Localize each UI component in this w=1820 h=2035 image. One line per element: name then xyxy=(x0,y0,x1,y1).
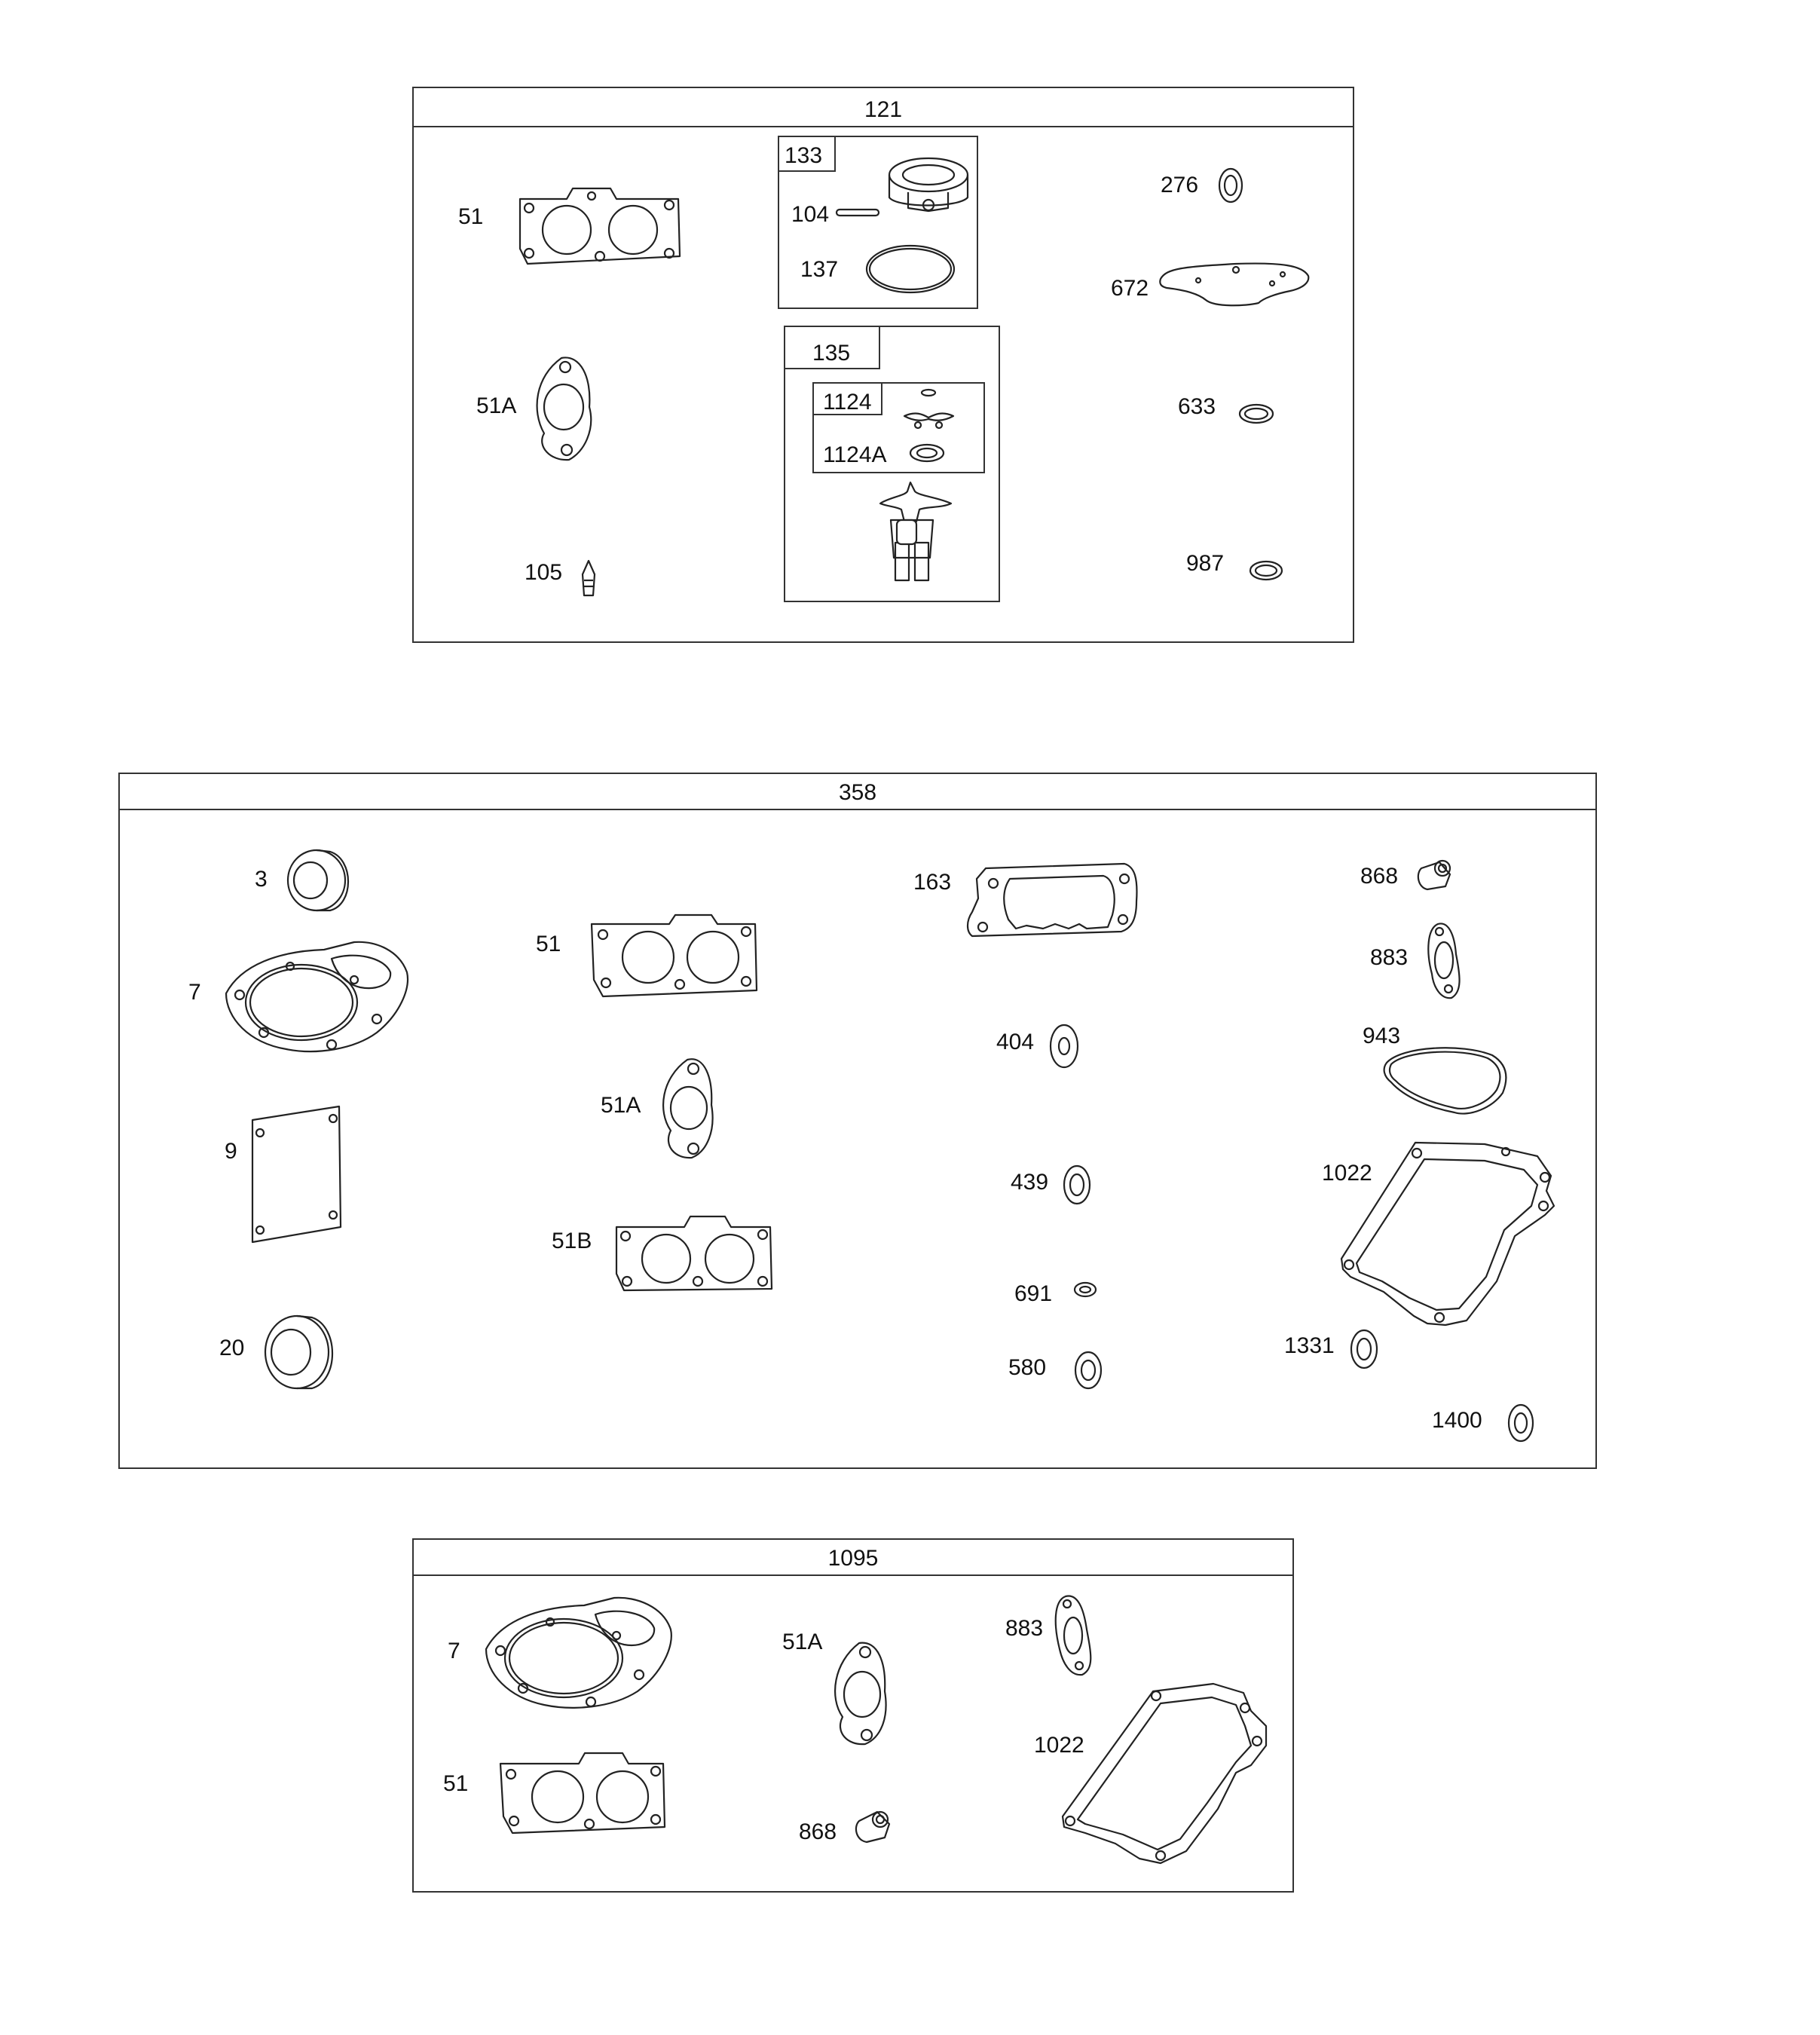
oil-seal-part xyxy=(286,849,350,912)
part-label: 104 xyxy=(791,202,829,227)
breather-plug-part xyxy=(1417,859,1451,891)
rocker-cover-gasket-part xyxy=(1340,1141,1555,1327)
part-label: 883 xyxy=(1370,945,1408,970)
washer-part xyxy=(1073,1281,1097,1298)
part-label: 1124A xyxy=(823,442,887,467)
part-label: 51A xyxy=(601,1093,641,1118)
part-label: 1022 xyxy=(1322,1161,1372,1186)
o-ring-part xyxy=(1249,560,1283,581)
pin-part xyxy=(835,208,880,217)
o-ring-part xyxy=(1238,403,1274,424)
part-label: 51A xyxy=(782,1630,822,1654)
washer-part xyxy=(1350,1329,1378,1369)
tube-gasket-part xyxy=(1054,1595,1092,1676)
part-label: 439 xyxy=(1011,1170,1048,1195)
part-label: 404 xyxy=(996,1030,1034,1054)
needle-part xyxy=(581,559,596,597)
part-label: 276 xyxy=(1161,173,1198,197)
o-ring-part xyxy=(865,244,956,294)
part-label: 1400 xyxy=(1432,1408,1482,1433)
part-label: 51 xyxy=(443,1771,468,1796)
head-gasket-part xyxy=(225,941,409,1053)
part-label: 580 xyxy=(1008,1355,1046,1380)
subkit-title: 133 xyxy=(785,143,822,168)
rocker-cover-gasket-part xyxy=(1061,1682,1268,1865)
washer-part xyxy=(909,443,945,463)
part-label: 883 xyxy=(1005,1616,1043,1641)
washer-part xyxy=(1049,1024,1079,1069)
elbow-gasket-part xyxy=(834,1642,887,1746)
kit-121-title: 121 xyxy=(864,97,902,122)
kit-121: 121 51 51A 105 133 104 xyxy=(412,87,1354,643)
part-label: 9 xyxy=(225,1139,237,1164)
washer-part xyxy=(1218,167,1243,204)
kit-358-title: 358 xyxy=(839,780,876,805)
part-label: 672 xyxy=(1111,276,1149,301)
part-label: 943 xyxy=(1363,1024,1400,1048)
part-label: 868 xyxy=(1360,864,1398,889)
intake-gasket-part xyxy=(518,187,681,265)
intake-gasket-part xyxy=(615,1215,773,1292)
oil-seal-part xyxy=(264,1314,333,1390)
manifold-gasket-part xyxy=(966,862,1138,938)
part-label: 51B xyxy=(552,1229,592,1253)
kit-1095-frame xyxy=(412,1538,1294,1893)
kit-358-frame xyxy=(118,773,1597,1469)
cover-seal-part xyxy=(1383,1047,1507,1115)
kit-121-frame xyxy=(412,87,1354,643)
part-label: 20 xyxy=(219,1336,244,1360)
head-gasket-part xyxy=(485,1596,672,1709)
intake-gasket-part xyxy=(590,913,758,998)
part-label: 1022 xyxy=(1034,1733,1084,1758)
breather-plug-part xyxy=(855,1810,891,1844)
part-label: 633 xyxy=(1178,394,1216,419)
part-label: 7 xyxy=(448,1639,460,1663)
inlet-seat-part xyxy=(903,388,955,430)
kit-358: 358 3 7 9 20 xyxy=(118,773,1597,1469)
part-label: 163 xyxy=(913,870,951,895)
cover-gasket-part xyxy=(251,1105,342,1244)
part-label: 51A xyxy=(476,393,516,418)
part-label: 691 xyxy=(1014,1281,1052,1306)
part-label: 3 xyxy=(255,867,268,892)
kit-1095: 1095 7 51 51A 868 xyxy=(412,1538,1294,1893)
washer-part xyxy=(1507,1403,1534,1443)
part-label: 868 xyxy=(799,1819,837,1844)
washer-part xyxy=(1074,1351,1103,1390)
subkit-135-frame xyxy=(784,326,1000,602)
tube-gasket-part xyxy=(1427,923,1461,999)
part-label: 987 xyxy=(1186,551,1224,576)
intake-gasket-part xyxy=(499,1752,666,1835)
kit-1095-title: 1095 xyxy=(828,1546,879,1571)
part-label: 105 xyxy=(525,560,562,585)
bracket-plate-part xyxy=(1159,262,1310,307)
part-label: 1331 xyxy=(1284,1333,1335,1358)
part-label: 51 xyxy=(458,204,483,229)
part-label: 51 xyxy=(536,932,561,956)
subkit-1124-frame xyxy=(812,382,985,473)
fuel-valve-part xyxy=(879,481,953,582)
subkit-title: 135 xyxy=(812,341,850,366)
elbow-gasket-part xyxy=(662,1058,714,1159)
part-label: 137 xyxy=(800,257,838,282)
float-part xyxy=(888,157,969,213)
washer-part xyxy=(1063,1164,1091,1205)
part-label: 7 xyxy=(188,980,201,1005)
subkit-title: 1124 xyxy=(823,390,872,415)
subkit-133-frame xyxy=(778,136,978,309)
elbow-gasket-part xyxy=(536,357,592,461)
